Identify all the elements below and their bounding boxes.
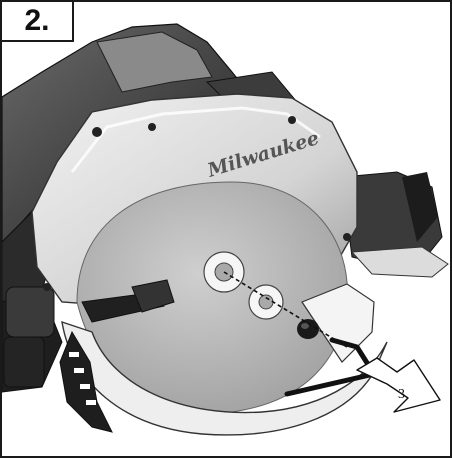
hex-key-icon: [284, 337, 377, 397]
lower-guard: [59, 283, 388, 436]
depth-lever: [81, 279, 175, 323]
step-number-label: 2.: [2, 2, 74, 42]
base-plate: [341, 171, 449, 278]
assembly-axis-line: [223, 271, 348, 348]
direction-arrow-icon: 3: [356, 357, 441, 413]
arbor-flange-outer: [248, 284, 284, 320]
arbor-bolt: [297, 319, 319, 339]
callout-number: 3: [398, 387, 405, 402]
